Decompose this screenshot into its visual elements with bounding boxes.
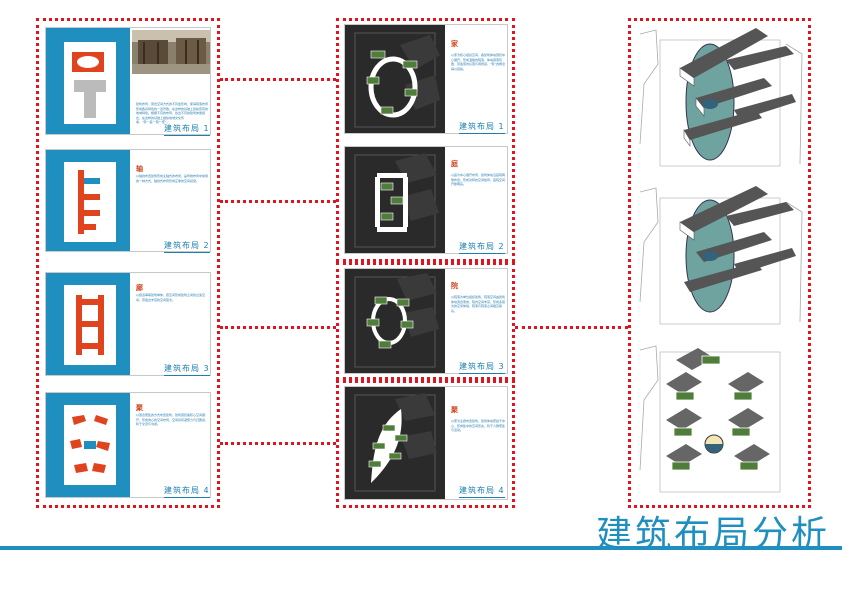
courtyard-photo-image bbox=[132, 30, 210, 74]
card-label: 建筑布局 2 bbox=[164, 240, 210, 253]
card-char: 轴 bbox=[136, 165, 143, 173]
plan-sheet bbox=[64, 42, 116, 124]
connector-left-2 bbox=[220, 200, 336, 203]
left-card-2[interactable]: 轴 以轴线布置建筑形成主轴式的布局，是传统布局中常用的一种方式，轴线式布局形成庄… bbox=[45, 149, 211, 253]
site-massing-2 bbox=[639, 186, 803, 325]
card-description: 以廊道串联建筑单体，廊空间形成建筑之间的过渡空间，营造出丰富的空间层次。 bbox=[136, 293, 206, 302]
connector-middle-right bbox=[515, 326, 628, 329]
left-card-4[interactable]: 聚 以围合聚集的方式布置建筑，建筑围绕着核心空间展开，形成向心的空间布局，空间具… bbox=[45, 392, 211, 498]
card-label: 建筑布局 4 bbox=[459, 485, 505, 498]
card-char: 聚 bbox=[136, 404, 143, 412]
plan-diagram bbox=[76, 295, 104, 355]
card-description: 建筑布局、围合空间方式的不同会影响，使得院落布局形成各具特色的一道景致，在这样的… bbox=[136, 102, 209, 124]
right-panel-2[interactable] bbox=[636, 182, 804, 332]
site-massing-3 bbox=[639, 345, 781, 493]
bottom-rule bbox=[0, 546, 842, 550]
card-label: 建筑布局 1 bbox=[459, 121, 505, 134]
plan-diagram bbox=[72, 52, 106, 118]
plan-sheet bbox=[64, 405, 116, 485]
card-description: 以家为核心组织空间，各建筑体块围绕中心展开，形成温馨的院落，体块错落有致，营造家… bbox=[451, 53, 506, 71]
middle-frame-1 bbox=[336, 18, 515, 262]
site-massing-1 bbox=[639, 28, 803, 167]
card-description: 以院落为单位组织建筑，院落空间由建筑体块围合而成，院内空间丰富，形成多层次的空间… bbox=[451, 295, 506, 313]
connector-left-3 bbox=[220, 326, 336, 329]
middle-frame-2 bbox=[336, 262, 515, 380]
card-char: 庭 bbox=[451, 160, 458, 168]
left-card-3[interactable]: 廊 以廊道串联建筑单体，廊空间形成建筑之间的过渡空间，营造出丰富的空间层次。 建… bbox=[45, 272, 211, 376]
card-char: 聚 bbox=[451, 406, 458, 414]
massing-panel bbox=[345, 147, 445, 253]
massing-diagram-ring bbox=[354, 32, 440, 128]
card-label: 建筑布局 3 bbox=[459, 361, 505, 374]
card-char: 廊 bbox=[136, 284, 143, 292]
card-char: 院 bbox=[451, 282, 458, 290]
massing-panel bbox=[345, 25, 445, 133]
card-description: 以轴线布置建筑形成主轴式的布局，是传统布局中常用的一种方式，轴线式布局形成庄重的… bbox=[136, 174, 208, 183]
card-description: 以聚为主题布置建筑，建筑体块聚拢于中心，形成集中的空间形态，利于人群聚集与活动。 bbox=[451, 419, 506, 432]
card-label: 建筑布局 4 bbox=[164, 485, 210, 498]
plan-diagram bbox=[70, 415, 110, 473]
massing-panel bbox=[345, 269, 445, 373]
middle-card-1[interactable]: 家 以家为核心组织空间，各建筑体块围绕中心展开，形成温馨的院落，体块错落有致，营… bbox=[344, 24, 508, 134]
middle-card-2[interactable]: 庭 以庭为中心展开布局，建筑体块沿庭院两侧布置，形成对称的空间格局，庭院空间开敞… bbox=[344, 146, 508, 254]
card-char: 家 bbox=[451, 40, 458, 48]
plan-sheet bbox=[64, 285, 116, 365]
middle-frame-3 bbox=[336, 380, 515, 508]
right-panel-3[interactable] bbox=[636, 340, 804, 500]
card-label: 建筑布局 1 bbox=[164, 123, 210, 136]
massing-diagram-court bbox=[354, 153, 439, 248]
massing-diagram-yard bbox=[354, 273, 439, 368]
massing-diagram-gather bbox=[354, 393, 437, 492]
middle-card-3[interactable]: 院 以院落为单位组织建筑，院落空间由建筑体块围合而成，院内空间丰富，形成多层次的… bbox=[344, 268, 508, 374]
connector-left-4 bbox=[220, 442, 336, 445]
left-column-frame bbox=[36, 18, 220, 508]
card-label: 建筑布局 3 bbox=[164, 363, 210, 376]
card-label: 建筑布局 2 bbox=[459, 241, 505, 254]
middle-card-4[interactable]: 聚 以聚为主题布置建筑，建筑体块聚拢于中心，形成集中的空间形态，利于人群聚集与活… bbox=[344, 386, 508, 500]
plan-diagram bbox=[78, 170, 100, 234]
card-description: 以庭为中心展开布局，建筑体块沿庭院两侧布置，形成对称的空间格局，庭院空间开敞明亮… bbox=[451, 173, 506, 186]
card-description: 以围合聚集的方式布置建筑，建筑围绕着核心空间展开，形成向心的空间布局，空间具有凝… bbox=[136, 413, 208, 426]
courtyard-photo bbox=[132, 30, 210, 74]
left-card-1[interactable]: 建筑布局、围合空间方式的不同会影响，使得院落布局形成各具特色的一道景致，在这样的… bbox=[45, 27, 211, 136]
plan-sheet bbox=[64, 162, 116, 242]
connector-left-1 bbox=[220, 78, 336, 81]
massing-panel bbox=[345, 387, 445, 499]
right-column-frame bbox=[628, 18, 811, 508]
right-panel-1[interactable] bbox=[636, 24, 804, 174]
